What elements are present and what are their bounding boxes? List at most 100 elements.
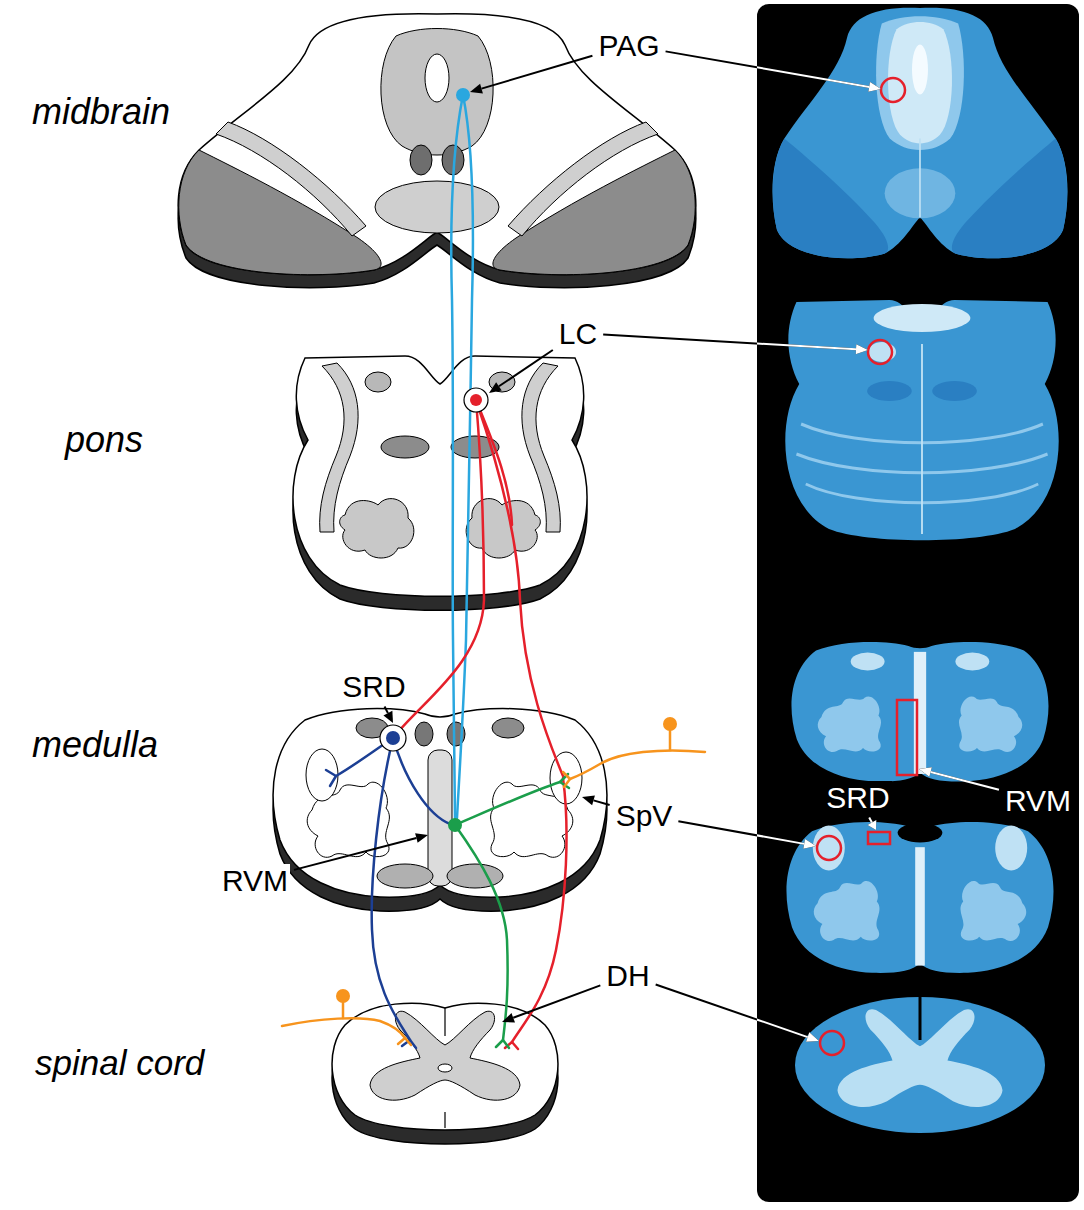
pons-section — [293, 356, 587, 596]
arrow-head — [868, 82, 881, 92]
neuron-bodies — [336, 88, 677, 1003]
stained-caudal-medulla — [814, 881, 880, 941]
leader-arrow — [666, 51, 881, 91]
stained-caudal-medulla — [813, 826, 845, 871]
region-marker — [881, 78, 905, 102]
region-marker — [868, 832, 890, 844]
arrow-head — [383, 711, 393, 723]
pathway-lines — [451, 95, 463, 818]
arrow-head — [806, 1032, 819, 1041]
stained-midbrain — [773, 139, 888, 259]
pathway-lines — [455, 782, 560, 825]
stained-rostral-medulla — [914, 652, 926, 774]
midbrain-section — [178, 14, 696, 288]
arrow-head — [489, 382, 502, 393]
arrow-head — [919, 767, 932, 777]
leader-line — [594, 800, 610, 805]
pathway-lines — [342, 1002, 345, 1018]
medulla-section — [273, 709, 607, 898]
neuron-bodies — [336, 989, 350, 1003]
pyramid — [377, 864, 433, 888]
stained-pons — [921, 344, 923, 534]
region-marker — [817, 78, 917, 1055]
pathway-lines — [372, 738, 410, 1040]
aqueduct — [425, 54, 449, 102]
pathway-lines — [563, 772, 570, 787]
leader-arrow-dark — [294, 51, 999, 1041]
pathway-lines — [398, 1038, 411, 1045]
pathway-lines — [282, 1018, 405, 1038]
pathway-lines — [326, 770, 336, 786]
stained-pons — [867, 381, 912, 401]
central-canal — [438, 1064, 452, 1072]
arrow-head — [470, 84, 483, 94]
midbrain-section — [410, 145, 432, 175]
leader-line — [603, 334, 856, 349]
stained-midbrain — [888, 22, 952, 143]
arrow-head — [582, 796, 595, 806]
leader-arrow — [868, 818, 877, 831]
structure-label: PAG — [596, 29, 661, 62]
structure-label: SRD — [824, 781, 891, 814]
leader-line — [666, 51, 870, 87]
pathway-lines — [570, 751, 705, 780]
leader-arrow — [603, 334, 868, 354]
arrow-head — [502, 1013, 515, 1022]
neuron-bodies — [448, 818, 462, 832]
structure-label: RVM — [1003, 784, 1073, 817]
leader-arrow — [470, 56, 592, 94]
leader-line — [869, 818, 872, 823]
leader-arrow-light — [757, 51, 999, 1041]
stained-midbrain — [919, 139, 921, 218]
structure-label: LC — [557, 317, 599, 350]
stained-midbrain — [912, 45, 928, 95]
midbrain-section — [375, 181, 499, 233]
section-label: spinal cord — [33, 1044, 206, 1083]
leader-line — [499, 350, 553, 386]
stained-rostral-medulla — [851, 653, 885, 671]
leader-line — [482, 56, 593, 89]
midbrain-section — [178, 14, 696, 275]
leader-line — [931, 772, 999, 790]
pathway-lines — [393, 738, 450, 824]
region-marker — [817, 836, 841, 860]
leader-arrow — [502, 985, 600, 1022]
leader-line — [656, 985, 808, 1038]
pathway-lines — [476, 400, 563, 776]
leader-line — [678, 821, 804, 844]
stained-spinal-cord — [919, 997, 922, 1040]
leader-line — [869, 818, 872, 823]
arrow-head — [919, 767, 932, 777]
stained-pons — [785, 300, 1058, 540]
leader-line — [757, 334, 856, 349]
structure-label: SRD — [340, 670, 407, 703]
leader-line — [757, 51, 869, 87]
cerebral-peduncle — [508, 122, 658, 236]
pons-grey-matter — [365, 372, 391, 392]
neuron-bodies — [386, 731, 400, 745]
stained-pons — [932, 381, 977, 401]
photo-panel — [757, 4, 1079, 1202]
stained-midbrain — [772, 8, 1067, 258]
region-marker — [820, 1031, 844, 1055]
neuron-bodies — [380, 725, 406, 751]
structure-label: RVM — [220, 864, 290, 897]
pag-region — [381, 29, 493, 156]
stained-midbrain — [772, 8, 1067, 258]
leader-arrow — [757, 821, 816, 849]
leader-arrow — [757, 985, 819, 1042]
median-sulcus — [444, 1008, 445, 1128]
medulla-grey-matter — [306, 718, 582, 888]
arrow-head — [856, 344, 868, 354]
stained-rostral-medulla — [791, 642, 1048, 782]
pons-grey-matter — [320, 363, 561, 558]
leader-arrow — [868, 818, 877, 831]
stained-pons — [874, 304, 971, 332]
stained-caudal-medulla — [786, 822, 1053, 973]
arrow-head — [806, 1032, 819, 1041]
stained-midbrain — [876, 16, 964, 150]
arrow-head — [856, 344, 868, 354]
section-label: pons — [63, 420, 145, 460]
